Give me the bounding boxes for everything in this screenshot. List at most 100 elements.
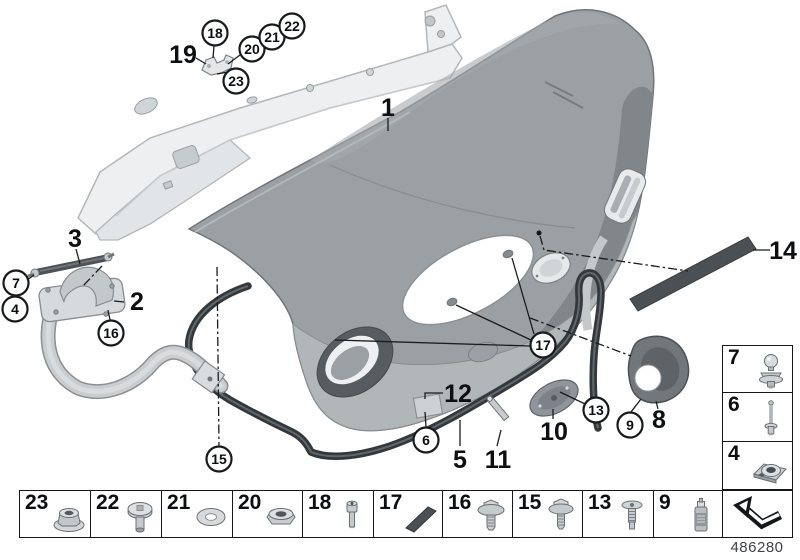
blind-rivet-bolt-icon — [127, 502, 153, 533]
legend-box-23[interactable]: 23 — [19, 490, 91, 538]
left-hinge-arm — [40, 310, 229, 399]
legend-number: 18 — [308, 491, 332, 514]
flange-nut-icon — [53, 508, 85, 532]
latch-area — [467, 341, 499, 363]
ball-stud-icon — [759, 354, 783, 389]
label-5[interactable]: 5 — [453, 446, 467, 474]
label-14[interactable]: 14 — [769, 237, 797, 265]
rear-body-panel — [77, 4, 463, 241]
pin-11 — [486, 395, 510, 422]
inner-panel-opening — [401, 234, 535, 326]
legend-number: 23 — [25, 491, 49, 514]
legend-box-15[interactable]: 15 — [512, 490, 583, 538]
svg-text:22: 22 — [284, 18, 300, 34]
svg-text:16: 16 — [103, 325, 119, 341]
mount-point-dot — [536, 230, 542, 236]
hinge-bracket-plate — [38, 266, 126, 323]
hex-screw-with-washer-icon — [477, 499, 505, 531]
page-reference-arrow-icon — [733, 496, 783, 530]
leader-lines — [26, 45, 770, 447]
svg-text:6: 6 — [422, 432, 430, 448]
blind-rivet-icon — [764, 400, 778, 436]
svg-text:23: 23 — [228, 73, 244, 89]
svg-text:13: 13 — [588, 402, 604, 418]
legend-box-17[interactable]: 17 — [373, 490, 443, 538]
fastener-hole — [502, 249, 514, 259]
hinge-pocket — [316, 326, 394, 398]
legend-box-13[interactable]: 13 — [582, 490, 654, 538]
legend-number: 6 — [728, 393, 740, 416]
legend-number: 15 — [518, 491, 542, 514]
legend-box-22[interactable]: 22 — [90, 490, 162, 538]
callout-15[interactable]: 15 — [205, 445, 233, 473]
adhesive-strip-14 — [629, 236, 757, 312]
label-19[interactable]: 19 — [169, 41, 197, 69]
svg-text:20: 20 — [244, 41, 260, 57]
legend-box-4[interactable]: 4 — [722, 441, 793, 490]
legend-number: 16 — [448, 491, 472, 514]
hex-nut-icon — [266, 508, 296, 525]
svg-text:15: 15 — [211, 451, 227, 467]
callout-6[interactable]: 6 — [412, 426, 440, 454]
socket-head-screw-icon — [346, 500, 358, 529]
label-3[interactable]: 3 — [68, 225, 82, 253]
flat-head-screw-icon — [621, 500, 643, 530]
lock-cylinder-plate — [531, 252, 571, 284]
hex-screw-with-washer-icon — [548, 498, 574, 530]
legend-box-7[interactable]: 7 — [722, 345, 793, 393]
callout-18[interactable]: 18 — [201, 19, 229, 47]
legend-box-20[interactable]: 20 — [232, 490, 303, 538]
label-2[interactable]: 2 — [130, 288, 144, 316]
callout-22[interactable]: 22 — [278, 12, 306, 40]
callout-13[interactable]: 13 — [582, 396, 610, 424]
legend-number: 21 — [167, 491, 191, 514]
callout-23[interactable]: 23 — [222, 67, 250, 95]
figure-number: 486280 — [730, 539, 784, 556]
cover-plate-10 — [529, 379, 579, 417]
svg-text:4: 4 — [11, 301, 19, 317]
license-light-slot — [603, 168, 647, 224]
svg-text:7: 7 — [12, 275, 20, 291]
callout-4[interactable]: 4 — [1, 295, 29, 323]
legend-box-16[interactable]: 16 — [442, 490, 513, 538]
legend-box-18[interactable]: 18 — [302, 490, 374, 538]
label-10[interactable]: 10 — [540, 418, 568, 446]
grip-cup-8 — [627, 335, 690, 404]
svg-text:18: 18 — [207, 25, 223, 41]
adhesive-tube-icon — [694, 498, 708, 532]
legend-number: 4 — [728, 442, 740, 465]
callout-7[interactable]: 7 — [2, 269, 30, 297]
spacer-plate-12 — [412, 393, 444, 419]
label-8[interactable]: 8 — [652, 406, 666, 434]
callout-20[interactable]: 20 — [238, 35, 266, 63]
washer-icon — [196, 508, 226, 526]
legend-number: 9 — [659, 491, 671, 514]
legend-number: 22 — [96, 491, 120, 514]
fastener-hole — [446, 297, 458, 307]
legend-number: 13 — [588, 491, 612, 514]
svg-text:17: 17 — [535, 337, 551, 353]
callout-17[interactable]: 17 — [529, 331, 557, 359]
label-11[interactable]: 11 — [485, 446, 512, 474]
callout-21[interactable]: 21 — [258, 23, 286, 51]
emblem-scratch-lines — [544, 81, 584, 109]
label-12[interactable]: 12 — [444, 380, 472, 408]
right-hinge-arm — [581, 235, 608, 331]
label-1[interactable]: 1 — [381, 94, 395, 122]
callout-16[interactable]: 16 — [97, 319, 125, 347]
legend-number: 7 — [728, 346, 740, 369]
svg-text:9: 9 — [626, 417, 634, 433]
adhesive-pad-icon — [405, 506, 437, 533]
legend-box-6[interactable]: 6 — [722, 392, 793, 442]
legend-box-21[interactable]: 21 — [161, 490, 233, 538]
legend-box-9[interactable]: 9 — [653, 490, 723, 538]
legend-number: 20 — [238, 491, 262, 514]
gas-strut — [27, 252, 115, 278]
legend-box-page-arrow[interactable] — [722, 490, 793, 538]
callout-9[interactable]: 9 — [616, 411, 644, 439]
svg-text:21: 21 — [264, 29, 280, 45]
legend-number: 17 — [379, 491, 403, 514]
cage-nut-icon — [753, 463, 787, 484]
